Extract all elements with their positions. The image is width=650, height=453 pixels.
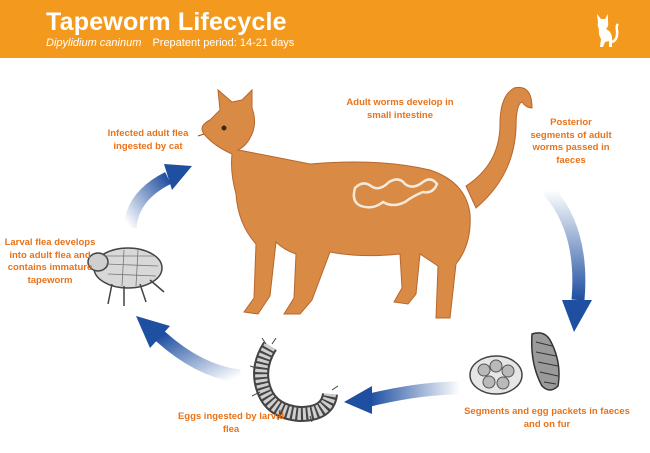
label-segments-eggs: Segments and egg packets in faeces and o…	[464, 406, 630, 430]
label-eggs-ingested: Eggs ingested by larval flea	[177, 411, 285, 435]
adult-flea-illustration	[87, 247, 165, 306]
header-bar: Tapeworm Lifecycle Dipylidium caninum Pr…	[0, 0, 650, 58]
tapeworm-outline	[352, 178, 439, 209]
cat-illustration	[197, 86, 533, 319]
label-adult-worms: Adult worms develop in small intestine	[346, 97, 454, 121]
arrow-flea-to-cat	[123, 164, 192, 229]
label-infected-flea: Infected adult flea ingested by cat	[107, 128, 189, 152]
cat-silhouette-icon	[597, 14, 619, 47]
label-posterior-segments: Posterior segments of adult worms passed…	[530, 117, 612, 166]
arrow-larva-to-flea	[136, 316, 241, 383]
flea-larva-illustration	[250, 338, 339, 422]
page-title: Tapeworm Lifecycle	[46, 8, 287, 36]
arrow-to-larva	[344, 381, 461, 414]
egg-packet-illustration	[469, 355, 523, 395]
species-name: Dipylidium caninum	[46, 37, 142, 49]
prepatent-period: Prepatent period: 14-21 days	[152, 37, 295, 49]
subtitle: Dipylidium caninum Prepatent period: 14-…	[46, 37, 294, 49]
label-larval-flea: Larval flea develops into adult flea and…	[4, 237, 96, 286]
tapeworm-segment-illustration	[530, 332, 560, 391]
arrow-faeces-down	[543, 185, 592, 332]
